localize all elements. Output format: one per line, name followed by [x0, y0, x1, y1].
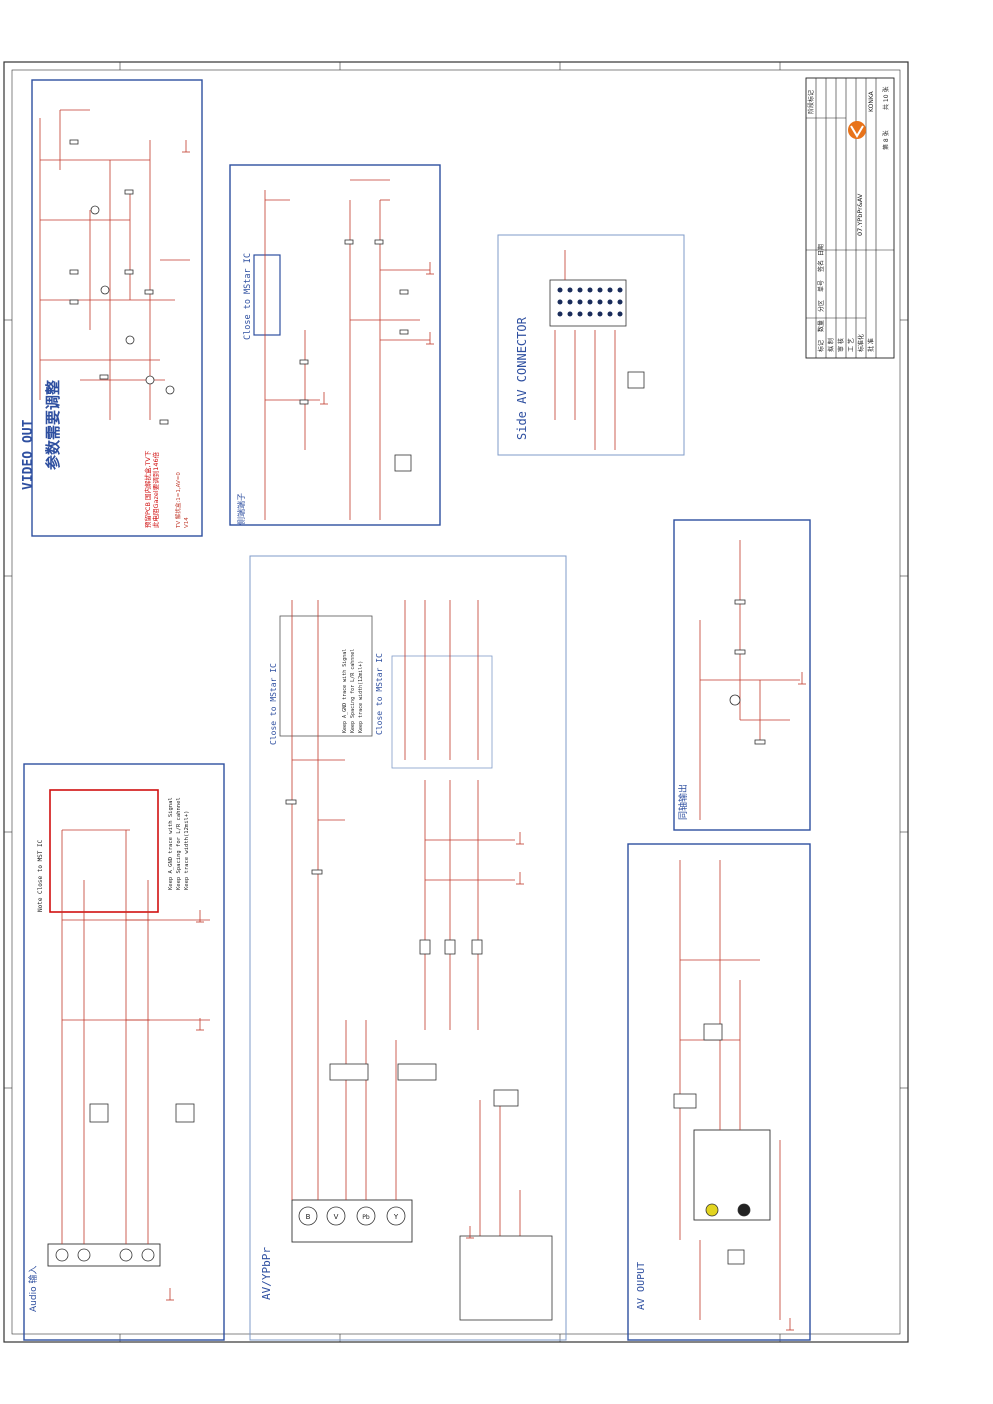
tb-header-order: 单号: [817, 280, 825, 292]
av-keep-note-2: Keep Spacing for L/R cahnnel: [350, 649, 356, 733]
video-out-section: VIDEO OUT 参数需要调整 预留PCB 国内解扰盒,TV下 此电阻Gaze…: [21, 79, 203, 537]
jack-v-label: V: [334, 1213, 339, 1221]
rca-black-icon: [737, 1203, 751, 1217]
audio-keep-note-1: Keep A_GND trace with Signal: [168, 797, 174, 890]
tb-row-draft: 拟 制: [827, 338, 835, 352]
audio-keep-note-2: Keep Spacing for L/R cahnnel: [176, 797, 182, 890]
tb-header-zone: 分区: [817, 300, 825, 312]
jack-v: V: [326, 1206, 346, 1226]
tb-company: KONKA: [868, 90, 875, 112]
jack-b: B: [298, 1206, 318, 1226]
tb-sheet-total: 共 10 张: [882, 87, 890, 110]
tb-row-standard: 标准化: [857, 334, 865, 352]
tb-row-review: 审 核: [837, 338, 845, 352]
tb-sheet-name: 07.YPbPr&AV: [856, 193, 864, 236]
video-out-title: VIDEO OUT: [21, 419, 36, 490]
video-out-note-2: 此电阻Gazel要调到146倍: [151, 451, 160, 528]
tb-header-mark: 标记: [817, 340, 825, 352]
jack-pb: Pb: [356, 1206, 376, 1226]
av-ypbpr-title: AV/YPbPr: [260, 1247, 273, 1300]
tb-header-date: 日期: [817, 244, 825, 256]
jack-pb-label: Pb: [362, 1214, 370, 1221]
jack-y-label: Y: [393, 1213, 399, 1221]
ground-symbols: [166, 140, 806, 1331]
jack-y: Y: [386, 1206, 406, 1226]
av-keep-note-3: Keep trace width(12mil+): [358, 661, 364, 733]
coax-section: 同轴输出: [673, 519, 811, 831]
av-output-section: AV OUPUT: [627, 843, 811, 1341]
av-close-to-mstar-title-2: Close to MStar IC: [375, 653, 384, 735]
close-to-mstar-top-section: Close to MStar IC 侧端端子: [229, 164, 441, 526]
jack-b-label: B: [306, 1213, 311, 1221]
connector-pins: [557, 287, 623, 317]
audio-keep-note-3: Keep trace width(12mil+): [184, 811, 190, 890]
tb-stage-mark: 阶段标记: [807, 90, 815, 114]
tb-row-process: 工 艺: [847, 338, 855, 352]
tb-header-qty: 数量: [817, 320, 825, 332]
av-close-to-mstar-title: Close to MStar IC: [269, 663, 278, 745]
tb-row-approve: 批 准: [867, 338, 875, 352]
video-out-subtitle: 参数需要调整: [44, 380, 62, 470]
side-terminal-label: 侧端端子: [236, 493, 246, 525]
av-keep-note-1: Keep A_GND trace with Signal: [342, 649, 348, 733]
rca-yellow-icon: [705, 1203, 719, 1217]
side-av-title: Side AV CONNECTOR: [515, 316, 529, 440]
side-av-section: Side AV CONNECTOR: [497, 234, 685, 456]
video-out-note-3: TV 解扰盒:1=1,AV=0: [174, 472, 182, 529]
video-out-note-4: V14: [184, 517, 190, 528]
audio-in-title: Audio 输入: [27, 1266, 39, 1312]
tb-header-sign: 签名: [817, 260, 825, 272]
coax-title: 同轴输出: [677, 784, 689, 820]
av-ypbpr-section: AV/YPbPr Close to MStar IC Close to MSta…: [249, 555, 567, 1341]
konka-logo-icon: [848, 121, 866, 139]
av-output-title: AV OUPUT: [636, 1262, 647, 1310]
audio-in-section: Audio 输入 Note Close to MST IC Keep A_GND…: [23, 763, 225, 1341]
title-block: 标记 数量 分区 单号 签名 日期 拟 制 审 核 工 艺 标准化 批 准 阶段…: [805, 77, 895, 359]
sheet-frame: [3, 61, 909, 1343]
video-out-note-1: 预留PCB 国内解扰盒,TV下: [143, 450, 152, 528]
tb-sheet-no: 第 8 张: [882, 130, 890, 150]
close-to-mstar-top-title: Close to MStar IC: [243, 253, 253, 340]
audio-in-note: Note Close to MST IC: [37, 839, 44, 912]
